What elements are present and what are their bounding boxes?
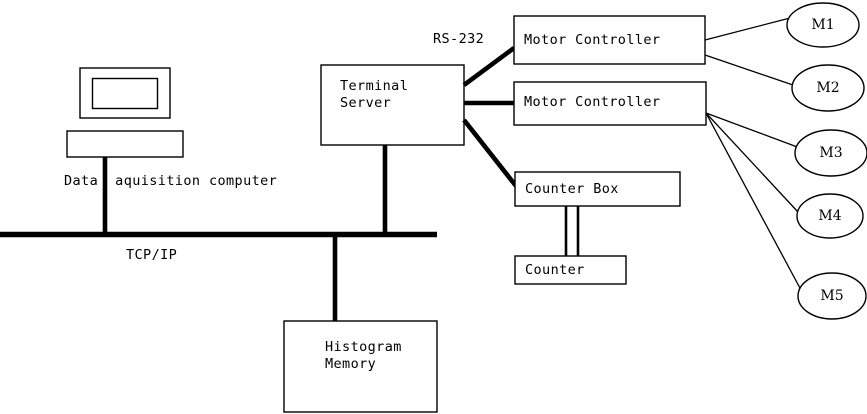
computer-base-unit <box>66 130 184 158</box>
motor-label-m2: M2 <box>816 80 840 96</box>
motor-controller-1-label: Motor Controller <box>524 32 661 48</box>
motor-ellipse-m2 <box>791 64 865 112</box>
tcpip-label: TCP/IP <box>126 247 178 263</box>
motor-controller-2-box <box>513 81 707 126</box>
histogram-memory-box <box>283 320 438 413</box>
motor-controller-1-box <box>513 15 706 65</box>
motor-ellipse-m1 <box>786 2 860 48</box>
motor-label-m3: M3 <box>819 145 843 161</box>
motor-link-m2 <box>704 54 794 86</box>
monitor-screen <box>91 77 159 110</box>
terminal-server-box <box>320 64 465 146</box>
motor-link-m1 <box>704 17 791 41</box>
motor-label-m1: M1 <box>811 17 835 33</box>
histogram-memory-label-line2: Memory <box>325 356 377 372</box>
counter-box-box <box>514 171 681 207</box>
motor-label-m4: M4 <box>818 208 842 224</box>
motor-ellipse-m5 <box>797 272 867 320</box>
histogram-memory-label-line1: Histogram <box>325 339 402 355</box>
motor-controller-2-label: Motor Controller <box>524 94 661 110</box>
motor-label-m5: M5 <box>820 288 844 304</box>
motor-ellipse-m3 <box>794 129 867 177</box>
motor-ellipse-m4 <box>796 193 864 239</box>
counter-box-label: Counter Box <box>525 181 619 197</box>
terminal-server-label-line2: Server <box>340 95 392 111</box>
motor-link-m4 <box>705 112 799 213</box>
counter-box <box>514 255 627 285</box>
rs232-label: RS-232 <box>433 31 485 47</box>
rs232-link-to-motor-controller-1 <box>462 46 516 87</box>
data-acquisition-computer-label: Data aquisition computer <box>64 173 278 189</box>
motor-link-m5 <box>705 112 802 291</box>
counter-label: Counter <box>525 262 585 278</box>
rs232-link-to-counter-box <box>462 118 518 188</box>
terminal-server-label-line1: Terminal <box>340 78 409 94</box>
motor-link-m3 <box>705 112 801 149</box>
